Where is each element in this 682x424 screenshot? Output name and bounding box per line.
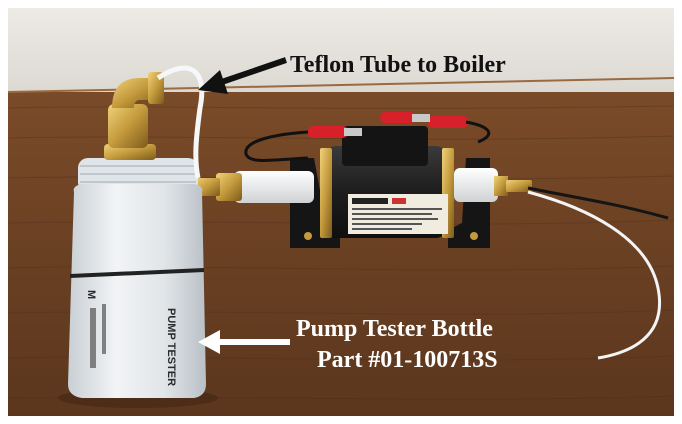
black-power-wire [527,186,669,220]
bottle-brand-fragment: M [85,290,97,299]
pump-photo: PUMP TESTER M [8,8,674,416]
outlet-sleeve [454,168,498,202]
outlet-brass-fitting [506,180,532,192]
wall-background [8,8,674,92]
left-pointing-black-arrow-icon [198,57,287,94]
inlet-sleeve [234,171,314,203]
red-wire-connectors [308,112,468,138]
left-pointing-white-arrow-icon [198,330,290,354]
brass-elbow-fitting [104,72,164,160]
teflon-tube-caption: Teflon Tube to Boiler [290,52,506,78]
pump-assembly [194,126,532,248]
teflon-tube [156,65,205,179]
bottle-caption-line2: Part #01-100713S [317,347,498,373]
bottle-printed-text: PUMP TESTER [165,308,177,386]
white-power-wire [527,190,661,360]
black-wire-left [244,130,309,162]
inlet-brass-nut [216,173,242,201]
bottle-caption-line1: Pump Tester Bottle [296,316,493,342]
pump-tester-bottle: PUMP TESTER M [58,158,218,408]
